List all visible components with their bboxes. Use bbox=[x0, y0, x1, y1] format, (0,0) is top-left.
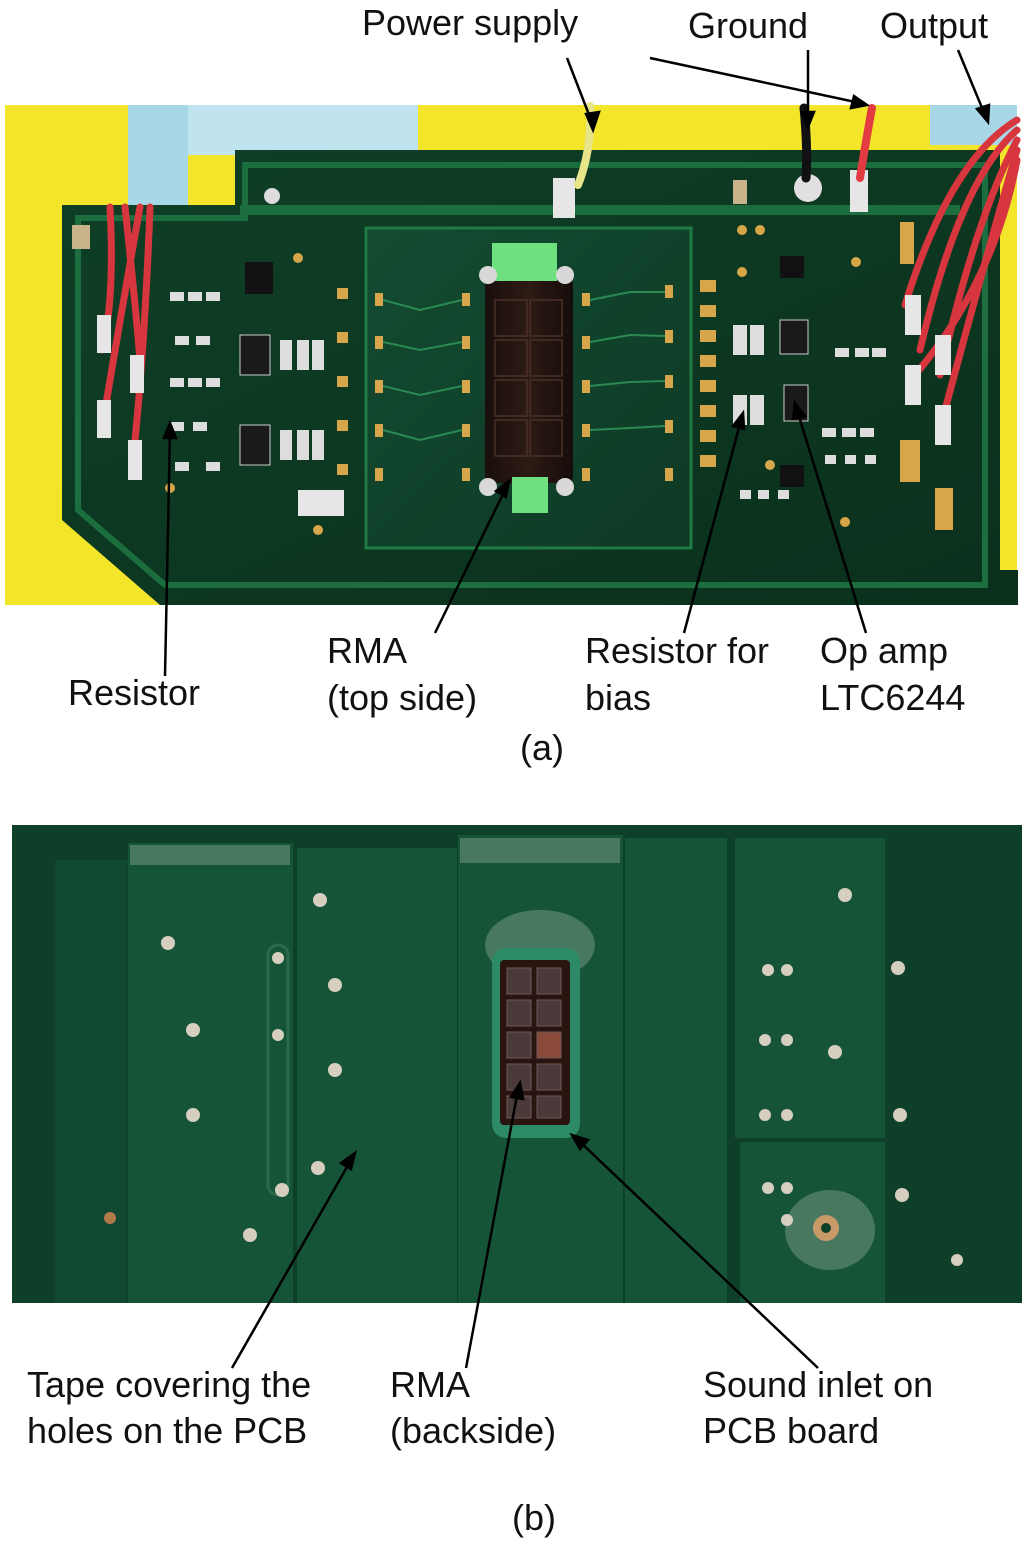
label-tape-line1: Tape covering the bbox=[27, 1364, 312, 1405]
label-rma-back-line1: RMA bbox=[390, 1364, 470, 1405]
label-sound-inlet-line2: PCB board bbox=[703, 1410, 880, 1451]
label-resistor-bias-line1: Resistor for bbox=[585, 630, 770, 671]
rma-chip-top bbox=[485, 278, 573, 483]
green-tape-top bbox=[492, 243, 557, 281]
label-rma-back-line2: (backside) bbox=[390, 1410, 557, 1451]
label-tape-line2: holes on the PCB bbox=[27, 1410, 308, 1451]
label-op-amp-line2: LTC6244 bbox=[820, 677, 966, 718]
label-rma-top-line1: RMA bbox=[327, 630, 407, 671]
label-op-amp-line1: Op amp bbox=[820, 630, 949, 671]
label-ground: Ground bbox=[688, 5, 809, 46]
label-rma-top-line2: (top side) bbox=[327, 677, 478, 718]
left-components bbox=[72, 188, 348, 535]
label-power-supply: Power supply bbox=[362, 2, 579, 43]
caption-panel-a: (a) bbox=[520, 727, 564, 768]
label-output: Output bbox=[880, 5, 989, 46]
label-sound-inlet-line1: Sound inlet on bbox=[703, 1364, 934, 1405]
pcb-border-trace bbox=[75, 162, 988, 588]
annotation-arrows bbox=[162, 49, 991, 1369]
label-resistor: Resistor bbox=[68, 672, 201, 713]
label-resistor-bias-line2: bias bbox=[585, 677, 652, 718]
pcb-holes bbox=[161, 888, 963, 1266]
green-tape-bottom bbox=[512, 477, 548, 513]
caption-panel-b: (b) bbox=[512, 1497, 556, 1538]
